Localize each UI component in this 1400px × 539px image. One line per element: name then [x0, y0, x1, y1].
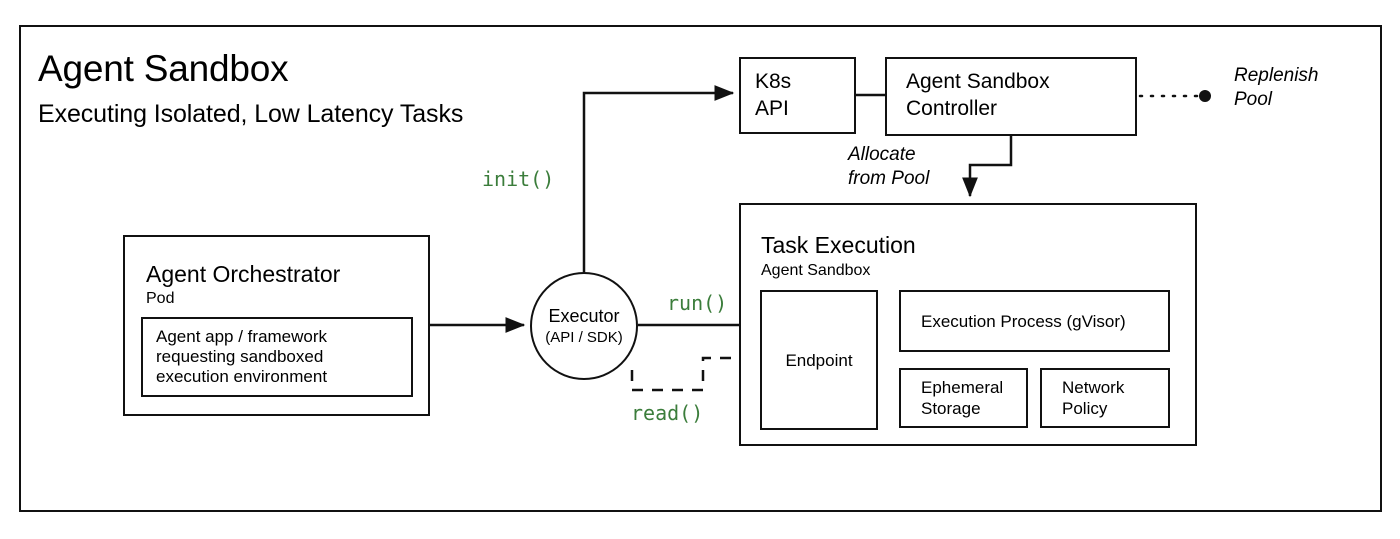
ephemeral-storage-label: Ephemeral Storage [921, 378, 1004, 418]
agent-sandbox-controller-label: Agent Sandbox Controller [906, 70, 1050, 120]
execution-process-label: Execution Process (gVisor) [921, 311, 1126, 331]
task-execution-endpoint-box[interactable]: Endpoint [760, 290, 878, 430]
endpoint-label: Endpoint [785, 350, 853, 370]
agent-orchestrator-subtitle: Pod [146, 290, 175, 307]
task-execution-title: Task Execution [761, 232, 916, 258]
task-execution-ephemeral-storage-box[interactable]: Ephemeral Storage [899, 368, 1028, 428]
task-execution-subtitle: Agent Sandbox [761, 262, 871, 279]
node-agent-sandbox-controller[interactable] [885, 57, 1137, 136]
edge-label-read: read() [631, 401, 704, 425]
executor-line2: (API / SDK) [545, 329, 623, 346]
k8s-api-label: K8s API [755, 70, 792, 120]
task-execution-network-policy-box[interactable]: Network Policy [1040, 368, 1170, 428]
agent-orchestrator-inner-box[interactable] [141, 317, 413, 397]
agent-orchestrator-inner-text: Agent app / framework requesting sandbox… [156, 327, 328, 386]
edge-label-allocate: Allocate from Pool [848, 144, 930, 189]
edge-label-replenish: Replenish Pool [1234, 65, 1319, 110]
page-subtitle: Executing Isolated, Low Latency Tasks [38, 100, 464, 128]
executor-line1: Executor [548, 306, 620, 326]
node-k8s-api[interactable] [739, 57, 856, 134]
edge-label-init: init() [482, 167, 555, 191]
node-executor[interactable]: Executor (API / SDK) [530, 272, 638, 380]
diagram-outer-frame [19, 25, 1382, 512]
task-execution-process-box[interactable]: Execution Process (gVisor) [899, 290, 1170, 352]
agent-orchestrator-title: Agent Orchestrator [146, 261, 341, 287]
network-policy-label: Network Policy [1062, 378, 1125, 418]
edge-label-run: run() [667, 291, 728, 315]
page-title: Agent Sandbox [38, 48, 289, 89]
